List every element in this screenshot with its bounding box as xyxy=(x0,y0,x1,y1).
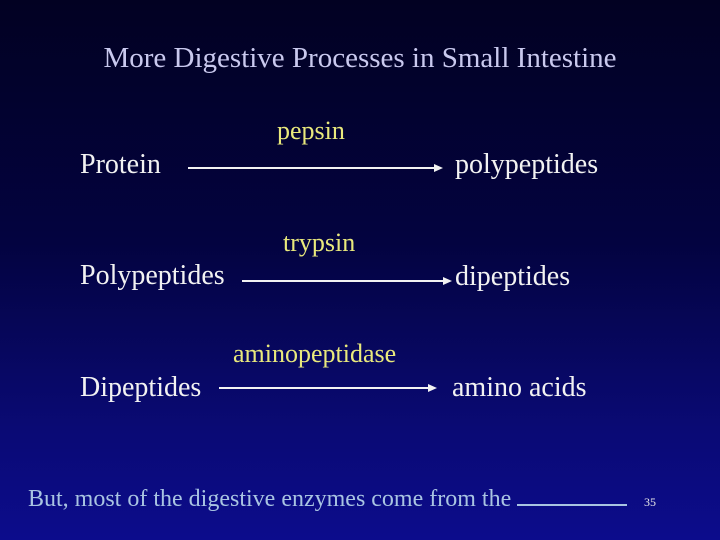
reaction-arrow-icon xyxy=(242,277,452,285)
product-label: dipeptides xyxy=(455,261,571,292)
substrate-label: Polypeptides xyxy=(80,260,225,291)
footer-sentence: But, most of the digestive enzymes come … xyxy=(28,482,628,514)
fill-in-blank-underline xyxy=(517,482,628,506)
slide-number: 35 xyxy=(644,495,656,509)
product-label: amino acids xyxy=(452,372,587,403)
substrate-label: Dipeptides xyxy=(80,372,202,403)
substrate-label: Protein xyxy=(80,149,161,180)
reaction-arrow-icon xyxy=(219,384,437,392)
slide-title: More Digestive Processes in Small Intest… xyxy=(103,42,617,74)
reaction-arrow-icon xyxy=(188,164,443,172)
enzyme-label: aminopeptidase xyxy=(233,339,397,368)
product-label: polypeptides xyxy=(455,149,599,180)
footer-text: But, most of the digestive enzymes come … xyxy=(28,486,512,512)
enzyme-label: trypsin xyxy=(283,228,356,257)
enzyme-label: pepsin xyxy=(277,116,345,145)
